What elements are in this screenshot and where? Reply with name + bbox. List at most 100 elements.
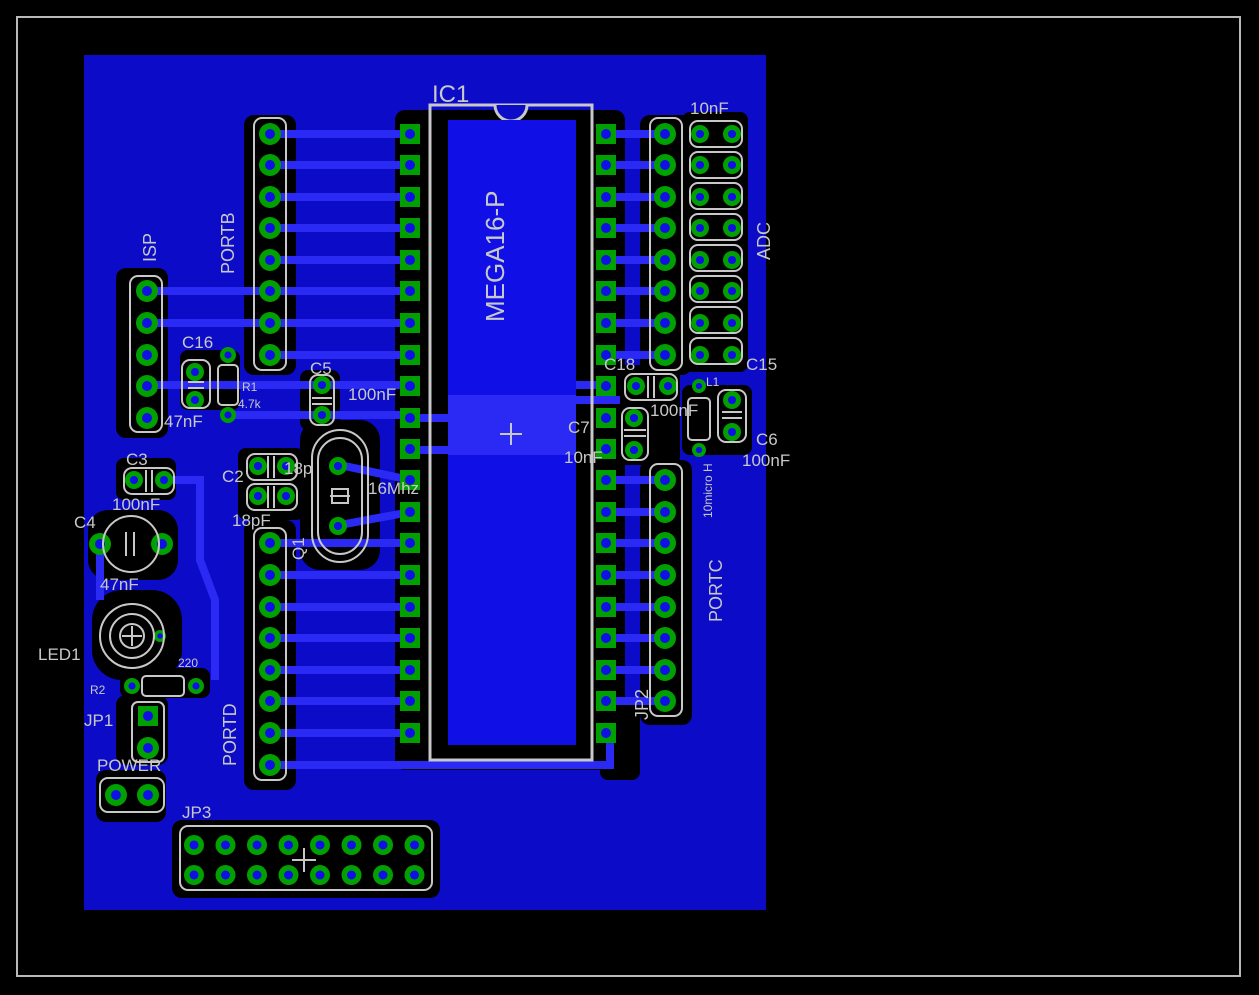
c3-pad-1-drill bbox=[129, 475, 139, 485]
q1-pad-2-drill bbox=[333, 521, 343, 531]
c3-value: 100nF bbox=[112, 495, 160, 514]
jp3-top-4-drill bbox=[284, 840, 293, 850]
ic1-pin-right-20-drill bbox=[601, 728, 611, 738]
portc-pin-1-drill bbox=[660, 475, 670, 485]
led1-pad-drill bbox=[157, 633, 163, 639]
ic1-pin-right-13-drill bbox=[601, 507, 611, 517]
led1-label: LED1 bbox=[38, 645, 81, 664]
adc-cap-a-8-drill bbox=[695, 350, 705, 360]
c2-pad-2-drill bbox=[281, 491, 291, 501]
jp3-top-5-drill bbox=[315, 840, 325, 850]
ic1-pin-right-16-drill bbox=[601, 602, 611, 612]
c7-value: 10nF bbox=[564, 448, 603, 467]
ic1-pin-left-18-drill bbox=[405, 665, 415, 675]
adc-cap-a-3-drill bbox=[695, 192, 705, 202]
r1-value: 4.7k bbox=[238, 397, 262, 411]
jp3-top-6-drill bbox=[347, 840, 356, 850]
c4-label: C4 bbox=[74, 513, 96, 532]
c18-label: C18 bbox=[604, 355, 635, 374]
adc-pin-8-drill bbox=[660, 350, 670, 360]
jp1-label: JP1 bbox=[84, 711, 113, 730]
jp3-bottom-4-drill bbox=[284, 870, 293, 880]
portb-pin-8-drill bbox=[265, 350, 275, 360]
c7-label: C7 bbox=[568, 418, 590, 437]
labels: IC1 MEGA16-P PORTB ISP PORTD PORTC ADC J… bbox=[38, 81, 790, 822]
ic1-pin-left-19-drill bbox=[405, 696, 415, 706]
portd-pin-1-drill bbox=[265, 538, 275, 548]
ic1-pin-right-5-drill bbox=[601, 255, 611, 265]
adc-cap-a-6-drill bbox=[695, 286, 705, 296]
c5-pad-2-drill bbox=[317, 410, 327, 420]
r1-label: R1 bbox=[242, 380, 258, 394]
r2-pad-1-drill bbox=[128, 682, 136, 690]
c7-pad-1-drill bbox=[629, 413, 639, 423]
portc-pin-5-drill bbox=[660, 602, 670, 612]
portb-pin-6-drill bbox=[265, 286, 275, 296]
ic1-pin-right-9-drill bbox=[601, 381, 611, 391]
c2-label: C2 bbox=[222, 467, 244, 486]
ic1-pin-left-13-drill bbox=[405, 507, 415, 517]
portb-pin-2-drill bbox=[265, 160, 275, 170]
adc-cap-b-5-drill bbox=[727, 255, 737, 265]
ic1-pin-right-19-drill bbox=[601, 696, 611, 706]
adc-cap-b-6-drill bbox=[727, 286, 737, 296]
c18-pad-2-drill bbox=[663, 381, 673, 391]
c3-label: C3 bbox=[126, 450, 148, 469]
ic1-pin-left-2-drill bbox=[405, 160, 415, 170]
c1-value: 18p bbox=[284, 459, 312, 478]
portc-pin-6-drill bbox=[660, 633, 670, 643]
jp3-bottom-7-drill bbox=[378, 870, 388, 880]
isp-pin-3-drill bbox=[142, 350, 152, 360]
isp-pin-4-drill bbox=[142, 381, 152, 391]
c3-pad-2-drill bbox=[159, 475, 169, 485]
ic1-pin-right-1-drill bbox=[601, 129, 611, 139]
c1-pad-2-drill bbox=[281, 461, 291, 471]
power-pad-2-drill bbox=[143, 790, 153, 800]
pads bbox=[89, 123, 741, 885]
ic1-pin-left-5-drill bbox=[405, 255, 415, 265]
ic1-pin-right-2-drill bbox=[601, 160, 611, 170]
ic1-pin-right-18-drill bbox=[601, 665, 611, 675]
adc-pin-3-drill bbox=[660, 192, 670, 202]
mega-label: MEGA16-P bbox=[480, 191, 510, 323]
portb-pin-3-drill bbox=[265, 192, 275, 202]
adc-pin-7-drill bbox=[660, 318, 670, 328]
adc-pin-1-drill bbox=[660, 129, 670, 139]
portd-pin-8-drill bbox=[265, 760, 275, 770]
portd-pin-4-drill bbox=[265, 633, 275, 643]
c16-pad-2-drill bbox=[190, 395, 200, 405]
jp3-bottom-8-drill bbox=[410, 870, 419, 880]
ic1-pin-right-7-drill bbox=[601, 318, 611, 328]
ic1-pin-left-10-drill bbox=[405, 413, 415, 423]
portb-pin-1-drill bbox=[265, 129, 275, 139]
ic1-pin-left-12-drill bbox=[405, 475, 415, 485]
c16-value: 47nF bbox=[164, 412, 203, 431]
jp3-label: JP3 bbox=[182, 803, 211, 822]
ic1-pin-right-11-drill bbox=[601, 444, 611, 454]
r2-pad-2-drill bbox=[192, 682, 200, 690]
portd-label: PORTD bbox=[220, 703, 240, 766]
c5-pad-1-drill bbox=[317, 380, 327, 390]
ic1-pin-left-16-drill bbox=[405, 602, 415, 612]
portd-pin-3-drill bbox=[265, 602, 275, 612]
adc-pin-2-drill bbox=[660, 160, 670, 170]
portb-pin-4-drill bbox=[265, 223, 275, 233]
c6-pad-1-drill bbox=[727, 395, 737, 405]
ic1-pin-left-6-drill bbox=[405, 286, 415, 296]
adc-cap-b-7-drill bbox=[727, 318, 737, 328]
portc-pin-8-drill bbox=[660, 696, 670, 706]
jp3-bottom-3-drill bbox=[252, 870, 262, 880]
c2-pad-1-drill bbox=[253, 491, 263, 501]
portc-label: PORTC bbox=[706, 559, 726, 622]
c16-pad-1-drill bbox=[190, 367, 200, 377]
ic1-pin-right-10-drill bbox=[601, 413, 611, 423]
ic1-pin-left-9-drill bbox=[405, 381, 415, 391]
ic1-pin-right-6-drill bbox=[601, 286, 611, 296]
adc-pin-4-drill bbox=[660, 223, 670, 233]
ic1-pin-right-3-drill bbox=[601, 192, 611, 202]
portc-pin-2-drill bbox=[660, 507, 670, 517]
ic1-pin-left-17-drill bbox=[405, 633, 415, 643]
isp-label: ISP bbox=[140, 233, 160, 262]
l1-value: 10micro H bbox=[701, 463, 715, 518]
